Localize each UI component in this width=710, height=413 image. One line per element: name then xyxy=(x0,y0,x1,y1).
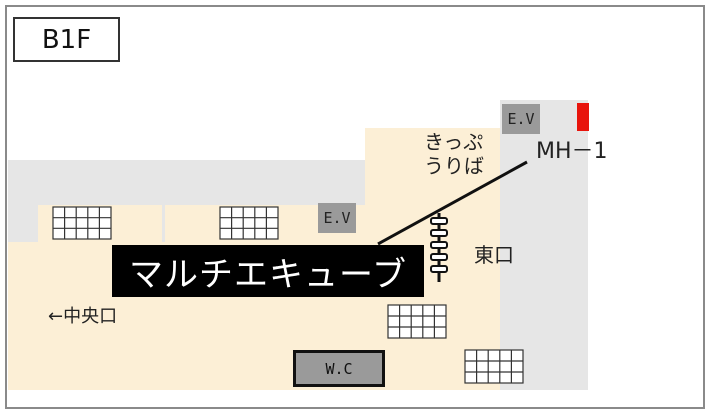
ticket-gate-icon xyxy=(52,206,112,240)
ticket-gate-icon xyxy=(464,349,524,384)
red-marker-icon xyxy=(577,103,589,131)
mh-leader-line xyxy=(377,160,528,246)
ticket-gate-icon xyxy=(387,304,447,339)
elevator-center: E.V xyxy=(318,203,356,233)
ticket-office-label-line1: きっぷ xyxy=(424,130,484,154)
shop-multicube: マルチエキューブ xyxy=(112,245,424,297)
floor-label: B1F xyxy=(13,17,120,62)
east-exit-label: 東口 xyxy=(474,243,514,267)
central-exit-label: ←中央口 xyxy=(48,306,118,327)
manhole-label: MH－1 xyxy=(536,139,608,164)
ticket-gate-icon xyxy=(219,206,279,240)
toilet: W.C xyxy=(293,350,385,387)
ticket-office-label-line2: うりば xyxy=(424,154,484,178)
elevator-top: E.V xyxy=(502,104,540,134)
stairs-icon xyxy=(430,213,448,282)
